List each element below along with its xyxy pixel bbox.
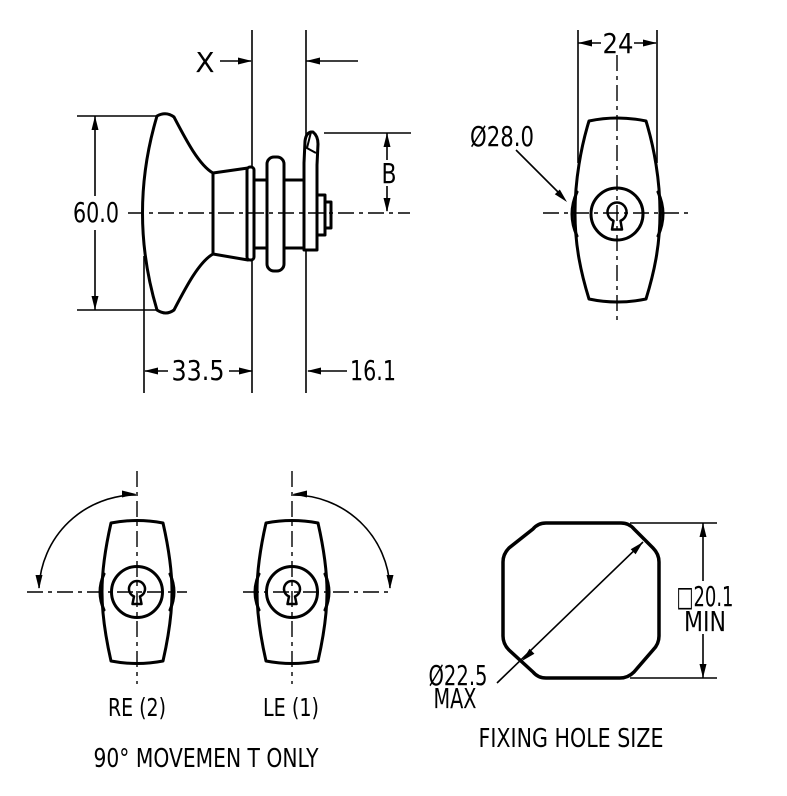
panel-nut [265,155,286,273]
rotation-arrow [293,490,307,498]
le-rotation-arc [292,494,391,589]
movement-view: RE (2) LE (1) 90° MOVEMEN T ONLY [27,471,394,774]
lock-body-front [252,178,269,250]
dim-hole-square-label: □20.1 [677,580,734,613]
dim-boss-diameter-label: Ø28.0 [470,120,534,153]
fixing-hole-view: Ø22.5 MAX □20.1 MIN FIXING HOLE SIZE [429,521,734,754]
dim-arrow [144,367,158,375]
leader-arrow [554,189,567,202]
dim-arrow [643,39,657,47]
side-view: 60.0 X B 33.5 16.1 [73,30,411,393]
cam-lever-bend-line [306,131,312,149]
dim-arrow [239,367,253,375]
front-view: 24 Ø28.0 [470,27,688,322]
dim-arrow [699,523,707,537]
re-boss-crescent-right [168,572,176,612]
dim-x-label: X [195,46,214,79]
dim-hole-diameter-qualifier: MAX [434,682,477,715]
diagonal-diameter-line [496,541,644,684]
dim-arrow [306,57,320,65]
dim-arrow [522,648,535,661]
le-boss-crescent-right [323,572,331,612]
dim-33-label: 33.5 [172,354,225,387]
leader-line-boss-diameter [515,149,559,193]
lock-body-rear [282,178,306,250]
re-label: RE (2) [108,693,166,722]
dim-arrow [91,116,99,130]
cam-lever [302,130,320,252]
dim-arrow [238,57,252,65]
boss-crescent-left [570,190,579,238]
dim-24-label: 24 [603,27,634,60]
le-label: LE (1) [263,693,319,722]
dim-hole-diameter-label: Ø22.5 [429,659,488,692]
movement-caption: 90° MOVEMEN T ONLY [94,744,319,774]
dim-arrow [630,542,643,555]
dim-60-label: 60.0 [73,196,119,229]
cam-lever-facet-line [304,146,317,154]
dim-b-label: B [382,157,397,190]
dim-arrow [91,296,99,310]
dim-hole-square-qualifier: MIN [684,605,726,638]
rotation-arrow [122,490,136,498]
dim-arrow [699,664,707,678]
boss-crescent-right [656,190,665,238]
dim-arrow [383,198,391,212]
dim-arrow [383,133,391,147]
rotation-arrow [35,575,43,589]
fixing-hole-caption: FIXING HOLE SIZE [479,724,664,754]
dim-arrow [307,367,321,375]
re-rotation-arc [38,494,137,589]
dim-16-label: 16.1 [350,354,396,387]
dim-arrow [578,39,592,47]
handle-boss-cone [211,166,250,262]
t-handle-grip-profile [141,112,215,315]
rotation-arrow [386,575,394,589]
